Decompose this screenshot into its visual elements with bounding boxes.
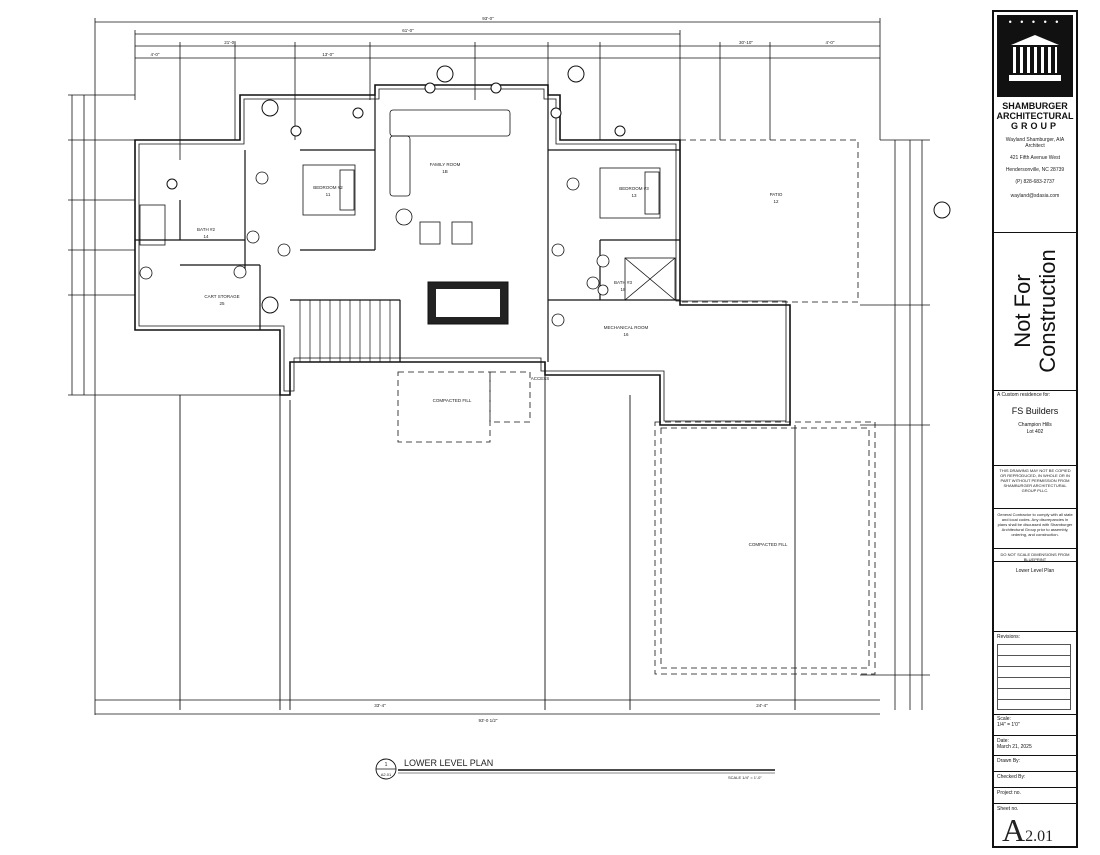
room-labels: BEDROOM #2 11 FAMILY ROOM 1B BEDROOM #3 … xyxy=(197,162,788,547)
dim-label: 93'-0 1/2" xyxy=(479,718,498,723)
email-link[interactable]: wayland@sdasia.com xyxy=(1010,193,1060,199)
drawn-by-row: Drawn By: xyxy=(994,756,1076,772)
title-block: • • • • • SHAMBURGER ARCHITECTURAL GROUP… xyxy=(992,10,1078,848)
room-label: BEDROOM #3 xyxy=(619,186,649,191)
sheet-letter: A xyxy=(1002,812,1026,848)
logo-columns-shape xyxy=(1013,47,1057,73)
logo-roof-shape xyxy=(1011,35,1059,45)
room-number: 12 xyxy=(773,199,779,204)
stairs xyxy=(299,299,401,363)
room-number: 14 xyxy=(203,234,209,239)
sheet-number: A2.01 xyxy=(1002,812,1053,849)
revisions-table xyxy=(997,644,1071,710)
left-dimension-lines xyxy=(68,94,880,715)
dim-label: 30'-10" xyxy=(739,40,753,45)
checked-by-label: Checked By: xyxy=(997,774,1026,780)
room-number: 1B xyxy=(442,169,448,174)
address-line2: Hendersonville, NC 28739 xyxy=(1005,167,1065,173)
architect-role: Architect xyxy=(1025,143,1045,149)
dim-label: 61'-0" xyxy=(402,28,414,33)
room-number: 18 xyxy=(620,287,626,292)
fill-label: COMPACTED FILL xyxy=(433,398,472,403)
revisions-block: Revisions: xyxy=(994,632,1076,715)
scale-row: Scale: 1/4" = 1'0" xyxy=(994,714,1076,736)
dim-label: 4'-0" xyxy=(826,40,835,45)
pool-table xyxy=(427,281,509,325)
copyright-note: THIS DRAWING MAY NOT BE COPIED OR REPROD… xyxy=(994,465,1076,509)
fill-label: COMPACTED FILL xyxy=(749,542,788,547)
logo-base-shape xyxy=(1009,75,1061,81)
dim-label: 21'-0" xyxy=(224,40,236,45)
drawing-title: 1 A2.01 LOWER LEVEL PLAN SCALE 1/4" = 1'… xyxy=(375,758,775,780)
contractor-note: General Contractor to comply with all st… xyxy=(994,509,1076,549)
revisions-label: Revisions: xyxy=(997,634,1021,640)
logo-dots: • • • • • xyxy=(1008,17,1062,27)
furniture xyxy=(139,109,676,301)
interior-walls xyxy=(135,95,680,362)
scale-label: Scale: xyxy=(997,716,1011,722)
room-label: CART STORAGE xyxy=(204,294,239,299)
project-no-row: Project no. xyxy=(994,788,1076,804)
client-block: A Custom residence for: FS Builders Cham… xyxy=(994,390,1076,466)
firm-name-line1: SHAMBURGER xyxy=(1002,101,1068,111)
firm-logo: • • • • • xyxy=(997,15,1073,97)
client-name: FS Builders xyxy=(1011,406,1059,416)
firm-name-line2: ARCHITECTURAL xyxy=(996,111,1074,121)
room-label: BEDROOM #2 xyxy=(313,185,343,190)
exterior-walls xyxy=(134,84,791,426)
project-no-label: Project no. xyxy=(997,790,1021,796)
room-label: FAMILY ROOM xyxy=(430,162,461,167)
room-number: 16 xyxy=(623,332,629,337)
lot-number: Lot 402 xyxy=(1026,429,1044,435)
scale-note: SCALE 1/4" = 1'-0" xyxy=(728,775,762,780)
architect-name: Wayland Shamburger, AIA xyxy=(1005,137,1065,143)
firm-name-line3: GROUP xyxy=(1010,121,1059,131)
sheet-number-block: Sheet no. A2.01 xyxy=(994,804,1076,849)
room-number: 25 xyxy=(219,301,225,306)
room-label: BATH #3 xyxy=(614,280,632,285)
not-for-construction-text: Not For Construction xyxy=(1010,249,1060,373)
right-dimension-lines xyxy=(860,139,930,710)
dimension-labels: 93'-0" 61'-0" 30'-10" 21'-0" 4'-0" 13'-0… xyxy=(151,16,835,723)
plan-title: LOWER LEVEL PLAN xyxy=(404,758,493,768)
date-label: Date: xyxy=(997,738,1009,744)
room-number: 11 xyxy=(326,192,331,197)
top-dimension-lines xyxy=(94,18,881,715)
dim-label: 33'-4" xyxy=(374,703,386,708)
drawn-by-label: Drawn By: xyxy=(997,758,1021,764)
section-markers xyxy=(166,65,951,314)
firm-name: SHAMBURGER ARCHITECTURAL GROUP xyxy=(994,101,1076,131)
room-label: PATIO xyxy=(770,192,783,197)
client-label: A Custom residence for: xyxy=(997,392,1051,398)
sheet-title: Lower Level Plan xyxy=(994,562,1076,632)
room-label: BATH #2 xyxy=(197,227,215,232)
firm-header: • • • • • SHAMBURGER ARCHITECTURAL GROUP… xyxy=(994,12,1076,233)
access-label: ACCESS xyxy=(531,376,550,381)
checked-by-row: Checked By: xyxy=(994,772,1076,788)
foundation-lines xyxy=(179,375,796,710)
project-name: Champion Hills xyxy=(1018,422,1052,428)
date-value: March 21, 2025 xyxy=(997,744,1032,750)
date-row: Date: March 21, 2025 xyxy=(994,736,1076,756)
title-ref-bottom: A2.01 xyxy=(381,772,392,777)
sheet-no-label: Sheet no. xyxy=(997,806,1019,812)
sheet-digits: 2.01 xyxy=(1025,828,1054,845)
dim-label: 4'-0" xyxy=(151,52,160,57)
construction-stamp: Not For Construction xyxy=(994,232,1076,391)
address-line1: 421 Fifth Avenue West xyxy=(1009,155,1061,161)
scale-value: 1/4" = 1'0" xyxy=(997,722,1020,728)
door-tags xyxy=(139,171,610,327)
dim-label: 13'-0" xyxy=(322,52,334,57)
phone: (P) 828-683-2737 xyxy=(1015,179,1055,185)
scale-warning: DO NOT SCALE DIMENSIONS FROM BLUEPRINT xyxy=(994,549,1076,562)
room-number: 13 xyxy=(631,193,637,198)
title-ref-top: 1 xyxy=(385,762,388,768)
dim-label: 93'-0" xyxy=(482,16,494,21)
room-label: MECHANICAL ROOM xyxy=(604,325,649,330)
dim-label: 24'-4" xyxy=(756,703,768,708)
patio-outline xyxy=(397,139,876,675)
